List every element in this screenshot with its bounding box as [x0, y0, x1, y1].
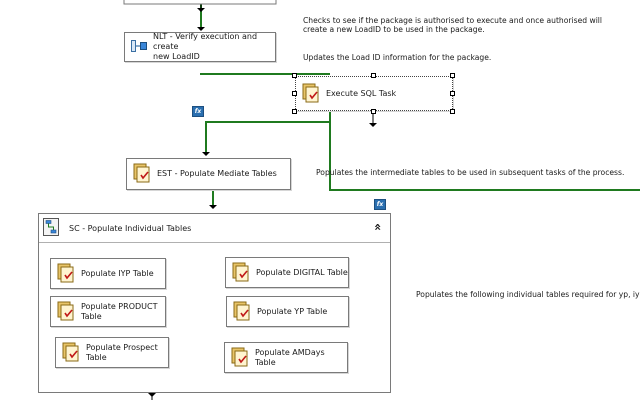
resize-handle-tc[interactable]: [371, 73, 376, 78]
upstream-task-edge: [123, 0, 277, 5]
script-task-icon: [131, 40, 147, 54]
expression-fx-icon-right[interactable]: fx: [374, 199, 386, 210]
arrow-exec-bottom: [369, 123, 377, 127]
task-nlt[interactable]: NLT - Verify execution and create new Lo…: [124, 32, 276, 62]
annotation-authorise: Checks to see if the package is authoris…: [303, 16, 602, 34]
execute-sql-icon: [133, 163, 151, 185]
task-populate-digital[interactable]: Populate DIGITAL Table: [225, 257, 349, 288]
execute-sql-icon: [233, 301, 251, 323]
container-header[interactable]: SC - Populate Individual Tables «: [39, 214, 390, 243]
resize-handle-ml[interactable]: [292, 91, 297, 96]
task-populate-prospect-label-2: Table: [86, 352, 107, 362]
resize-handle-tl[interactable]: [292, 73, 297, 78]
annotation-updates: Updates the Load ID information for the …: [303, 53, 492, 62]
container-title: SC - Populate Individual Tables: [69, 223, 192, 233]
expression-fx-icon[interactable]: fx: [192, 106, 204, 117]
resize-handle-br[interactable]: [450, 109, 455, 114]
arrow-container: [209, 205, 217, 209]
task-populate-product-label: Populate PRODUCT: [81, 301, 158, 311]
resize-handle-mr[interactable]: [450, 91, 455, 96]
arrow-top-left: [197, 8, 205, 12]
task-populate-product[interactable]: Populate PRODUCT Table: [50, 296, 166, 327]
execute-sql-icon: [57, 263, 75, 285]
constraint-exec-to-right: [329, 112, 640, 191]
task-populate-prospect-label: Populate Prospect: [86, 342, 158, 352]
task-populate-amdays-label: Populate AMDays Table: [255, 347, 325, 367]
arrow-nlt: [197, 27, 205, 31]
constraint-exec-to-est: [205, 112, 331, 155]
annotation-intermediate: Populates the intermediate tables to be …: [316, 168, 625, 177]
annotation-individual: Populates the following individual table…: [416, 290, 640, 299]
task-populate-product-label-2: Table: [81, 311, 102, 321]
execute-sql-icon: [231, 347, 249, 369]
task-populate-iyp[interactable]: Populate IYP Table: [50, 258, 166, 289]
sequence-container[interactable]: SC - Populate Individual Tables « Popula…: [38, 213, 391, 393]
task-populate-yp-label: Populate YP Table: [257, 306, 328, 316]
execute-sql-icon: [232, 262, 250, 284]
task-execute-sql-label: Execute SQL Task: [326, 88, 397, 98]
task-est[interactable]: EST - Populate Mediate Tables: [126, 158, 291, 190]
task-populate-yp[interactable]: Populate YP Table: [226, 296, 349, 327]
task-populate-prospect[interactable]: Populate Prospect Table: [55, 337, 169, 368]
task-execute-sql[interactable]: Execute SQL Task: [295, 76, 453, 111]
task-nlt-label-1: NLT - Verify execution and create: [153, 32, 258, 51]
task-nlt-label-2: new LoadID: [153, 52, 200, 61]
resize-handle-bc[interactable]: [371, 109, 376, 114]
resize-handle-bl[interactable]: [292, 109, 297, 114]
task-populate-iyp-label: Populate IYP Table: [81, 268, 154, 278]
annotation-authorise-line1: Checks to see if the package is authoris…: [303, 16, 603, 25]
arrow-est: [202, 152, 210, 156]
resize-handle-tr[interactable]: [450, 73, 455, 78]
task-populate-amdays[interactable]: Populate AMDays Table: [224, 342, 348, 373]
execute-sql-icon: [57, 301, 75, 323]
execute-sql-icon: [62, 342, 80, 364]
task-populate-digital-label: Populate DIGITAL Table: [256, 267, 348, 277]
task-est-label: EST - Populate Mediate Tables: [157, 169, 277, 178]
collapse-chevron-icon[interactable]: «: [371, 223, 386, 231]
execute-sql-icon: [302, 83, 320, 105]
annotation-authorise-line2: create a new LoadID to be used in the pa…: [303, 25, 485, 34]
sequence-container-icon: [43, 218, 59, 238]
